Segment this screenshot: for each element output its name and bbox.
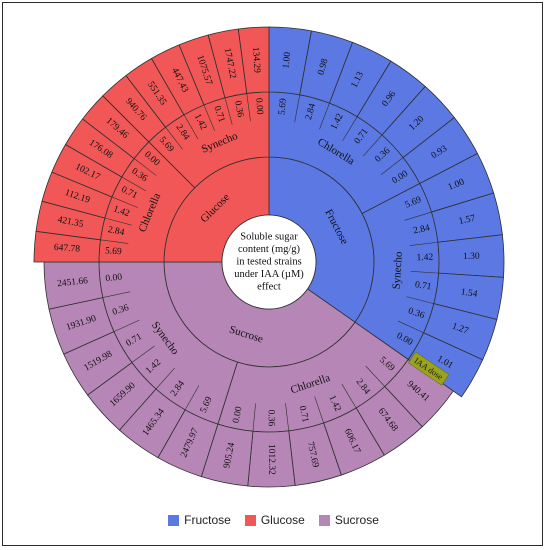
legend-swatch-sucrose bbox=[318, 514, 330, 526]
label-dose-fructose-synecho-1: 2.84 bbox=[412, 223, 431, 236]
legend-label-glucose: Glucose bbox=[260, 513, 305, 527]
center-text-line-4: effect bbox=[257, 282, 281, 293]
dose-divider-fructose-synecho-4 bbox=[406, 296, 434, 304]
dose-divider-sucrose-chlorella-3 bbox=[314, 396, 324, 424]
legend-item-glucose: Glucose bbox=[244, 513, 305, 527]
legend-label-fructose: Fructose bbox=[184, 513, 231, 527]
dose-divider-glucose-synecho-2 bbox=[183, 114, 199, 140]
dose-divider-glucose-chlorella-5 bbox=[133, 158, 157, 176]
dose-divider-sucrose-synecho-1 bbox=[184, 385, 200, 410]
label-dose-fructose-chlorella-0: 5.69 bbox=[277, 98, 288, 116]
legend-swatch-glucose bbox=[244, 514, 256, 526]
legend: Fructose Glucose Sucrose bbox=[0, 513, 547, 527]
dose-divider-glucose-chlorella-2 bbox=[104, 217, 132, 226]
label-dose-fructose-chlorella-1: 2.84 bbox=[304, 102, 318, 121]
dose-divider-sucrose-chlorella-5 bbox=[252, 403, 256, 432]
dose-divider-fructose-chlorella-2 bbox=[319, 103, 330, 130]
center-text-line-1: content (mg/g) bbox=[238, 244, 301, 255]
dose-divider-glucose-chlorella-4 bbox=[121, 176, 147, 192]
dose-divider-fructose-synecho-3 bbox=[410, 270, 439, 274]
dose-divider-sucrose-chlorella-2 bbox=[341, 383, 357, 409]
dose-divider-glucose-chlorella-1 bbox=[100, 239, 129, 244]
dose-divider-sucrose-synecho-3 bbox=[131, 345, 155, 363]
dose-divider-sucrose-synecho-5 bbox=[102, 291, 131, 298]
dose-divider-fructose-synecho-2 bbox=[410, 241, 438, 246]
dose-divider-glucose-synecho-3 bbox=[203, 104, 215, 131]
label-value-fructose-synecho-2: 1.30 bbox=[463, 252, 480, 262]
dose-divider-glucose-synecho-1 bbox=[165, 126, 183, 150]
legend-label-sucrose: Sucrose bbox=[334, 513, 379, 527]
ring-value-glucose-synecho-5 bbox=[237, 26, 270, 94]
center-circle bbox=[221, 214, 317, 310]
label-dose-sucrose-chlorella-3: 0.71 bbox=[297, 405, 310, 424]
dose-divider-sucrose-chlorella-1 bbox=[365, 365, 385, 387]
dose-divider-sucrose-synecho-2 bbox=[155, 367, 175, 390]
label-dose-fructose-synecho-2: 1.42 bbox=[417, 253, 434, 263]
label-dose-fructose-synecho-3: 0.71 bbox=[414, 280, 432, 293]
label-dose-sucrose-chlorella-5: 0.00 bbox=[231, 406, 244, 425]
label-dose-glucose-chlorella-0: 5.69 bbox=[105, 246, 122, 257]
label-value-glucose-chlorella-0: 647.78 bbox=[54, 243, 81, 255]
dose-divider-fructose-synecho-5 bbox=[398, 320, 424, 333]
label-value-fructose-chlorella-1: 0.98 bbox=[316, 57, 330, 76]
label-dose-sucrose-chlorella-4: 0.36 bbox=[266, 410, 276, 427]
label-dose-glucose-synecho-5: 0.00 bbox=[253, 98, 264, 115]
dose-divider-fructose-chlorella-4 bbox=[363, 134, 383, 157]
label-dose-sucrose-synecho-4: 0.36 bbox=[111, 303, 130, 318]
label-value-fructose-synecho-3: 1.54 bbox=[460, 287, 478, 300]
legend-item-fructose: Fructose bbox=[168, 513, 231, 527]
dose-divider-fructose-chlorella-5 bbox=[380, 157, 404, 175]
label-dose-sucrose-synecho-5: 0.00 bbox=[105, 273, 123, 285]
center-text-line-2: in tested strains bbox=[236, 257, 301, 268]
dose-divider-sucrose-chlorella-4 bbox=[285, 403, 290, 431]
dose-divider-glucose-synecho-5 bbox=[246, 93, 251, 122]
dose-divider-fructose-synecho-1 bbox=[404, 211, 432, 221]
legend-item-sucrose: Sucrose bbox=[318, 513, 379, 527]
chart-frame bbox=[2, 2, 543, 546]
dose-divider-fructose-chlorella-1 bbox=[294, 94, 301, 123]
label-value-fructose-chlorella-0: 1.00 bbox=[282, 51, 293, 69]
iaa-dose-box bbox=[408, 351, 450, 386]
center-text-line-3: under IAA (µM) bbox=[234, 269, 304, 280]
dose-divider-fructose-chlorella-3 bbox=[342, 116, 358, 141]
label-value-sucrose-synecho-5: 2451.66 bbox=[57, 276, 89, 289]
dose-divider-sucrose-synecho-4 bbox=[113, 319, 140, 332]
label-value-glucose-synecho-5: 134.29 bbox=[250, 47, 262, 74]
label-strain-fructose-synecho: Synecho bbox=[390, 251, 404, 290]
dose-divider-glucose-chlorella-3 bbox=[111, 196, 138, 208]
dose-divider-glucose-synecho-4 bbox=[224, 97, 233, 125]
label-value-sucrose-chlorella-4: 1012.32 bbox=[266, 444, 276, 475]
label-dose-glucose-chlorella-1: 2.84 bbox=[107, 225, 126, 238]
center-text-line-0: Soluble sugar bbox=[240, 232, 298, 243]
label-value-fructose-synecho-1: 1.57 bbox=[458, 214, 477, 227]
legend-swatch-fructose bbox=[168, 514, 180, 526]
label-dose-glucose-synecho-4: 0.36 bbox=[232, 100, 245, 119]
